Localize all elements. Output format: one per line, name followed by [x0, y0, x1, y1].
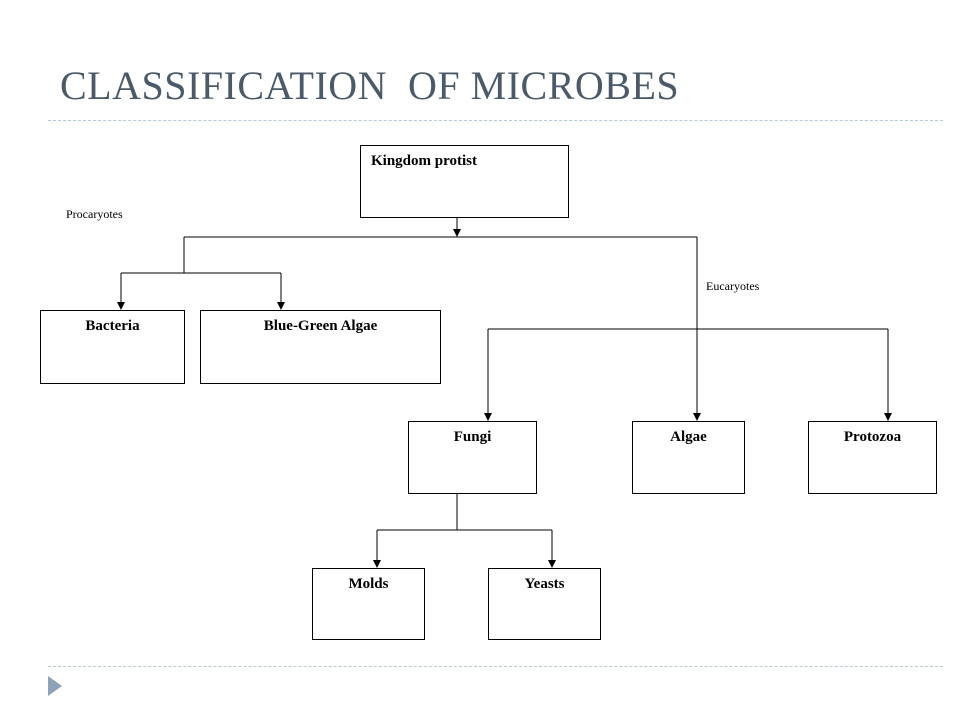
- node-bacteria: Bacteria: [40, 310, 185, 384]
- footer-divider: [48, 666, 943, 667]
- label-procaryotes: Procaryotes: [66, 207, 123, 221]
- node-fungi: Fungi: [408, 421, 537, 494]
- node-algae: Algae: [632, 421, 745, 494]
- slide-title: CLASSIFICATION OF MICROBES: [60, 63, 680, 108]
- label-eucaryotes: Eucaryotes: [706, 279, 760, 293]
- title-divider: [48, 120, 943, 121]
- node-yeasts: Yeasts: [488, 568, 601, 640]
- node-blue-green-algae: Blue-Green Algae: [200, 310, 441, 384]
- node-kingdom-protist: Kingdom protist: [360, 145, 569, 218]
- node-molds: Molds: [312, 568, 425, 640]
- triangle-bullet-icon: [48, 676, 62, 696]
- node-protozoa: Protozoa: [808, 421, 937, 494]
